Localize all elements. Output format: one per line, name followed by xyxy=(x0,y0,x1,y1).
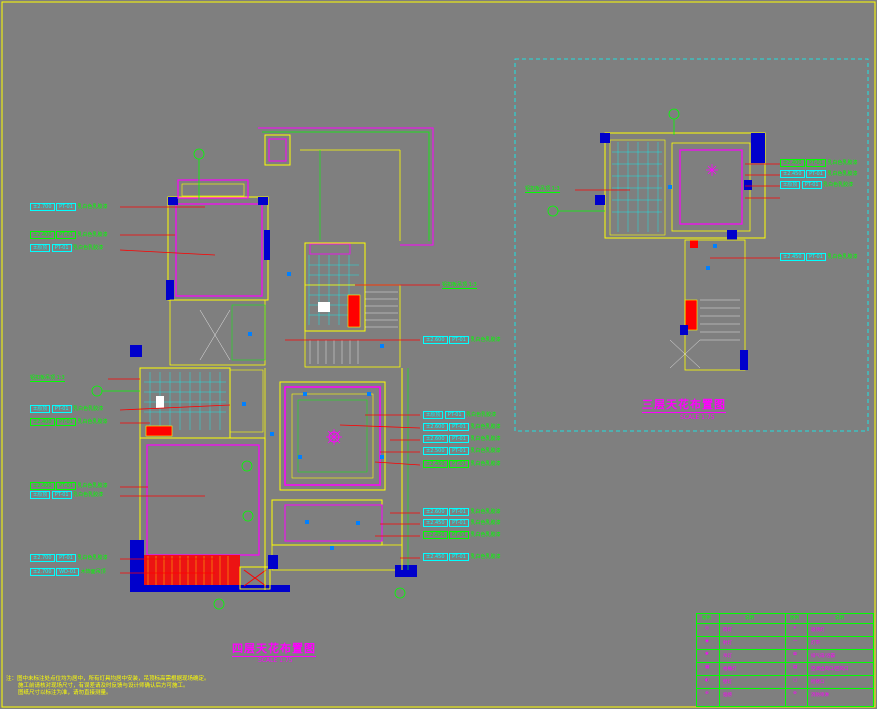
legend-icon: ✱ xyxy=(705,652,709,657)
plan-3f xyxy=(514,58,869,432)
plan-4f-title: 四层天花布置图 xyxy=(232,642,316,657)
legend-item-1b: 吸顶灯 xyxy=(811,628,825,633)
legend-item-2b: 灯带 xyxy=(811,641,820,646)
callout-left-6: ±2.400 PT-01 乳白色乳胶漆 xyxy=(30,418,108,426)
callout-right-6: ±2.500 PT-01 乳白色乳胶漆 xyxy=(423,447,501,455)
callout-left-4: 铝扣板吊顶 1:3 xyxy=(30,375,65,382)
callout-right-5: ±2.600 PT-01 乳白色乳胶漆 xyxy=(423,435,501,443)
legend-icon: ▦ xyxy=(705,665,710,670)
legend-icon: ⊠ xyxy=(793,652,797,657)
legend-item-3b: 排气扇/浴霸 xyxy=(811,654,836,659)
callout-right-9: ±2.450 PT-01 乳白色乳胶漆 xyxy=(423,519,501,527)
legend-icon: ◎ xyxy=(705,626,709,631)
legend-icon: ◐ xyxy=(705,678,709,683)
general-notes: 注：图中未标注处点位均为居中，所有灯具均居中安装，吊顶标高需根据现场确定。 施工… xyxy=(6,676,210,697)
callout-right-1: 铝扣板吊顶 1:3 xyxy=(442,282,477,289)
legend-icon: ⊗ xyxy=(793,691,797,696)
legend-item-6b: 消防喷淋 xyxy=(811,693,829,698)
legend-header-symbol-1: 图例 xyxy=(702,616,711,621)
legend-item-5b: 检修口 xyxy=(811,680,825,685)
callout-right-4: ±2.600 PT-01 乳白色乳胶漆 xyxy=(423,423,501,431)
plan-4f-scale: SCALE 1:75 xyxy=(258,657,293,664)
plan-4f xyxy=(91,127,440,610)
legend-item-6a: 烟感 xyxy=(723,693,732,698)
legend-item-2a: 射灯 xyxy=(723,641,732,646)
legend-header-desc-2: 说明 xyxy=(835,616,844,621)
callout-left-7: ±2.400 PT-01 乳白色乳胶漆 xyxy=(30,482,108,490)
callout-right-8: ±2.600 PT-01 乳白色乳胶漆 xyxy=(423,508,501,516)
legend-icon: ⊕ xyxy=(705,691,709,696)
callout-left-3: ±原顶 PT-01 乳白色乳胶漆 xyxy=(30,244,103,252)
legend-item-4b: 空调出风口/回风口 xyxy=(811,667,849,672)
plan-3f-scale: SCALE 1:75 xyxy=(680,414,715,421)
legend-icon: ✳ xyxy=(793,626,797,631)
note-line-1: 注：图中未标注处点位均为居中，所有灯具均居中安装，吊顶标高需根据现场确定。 xyxy=(6,676,210,682)
legend-icon: ▤ xyxy=(793,665,798,670)
callout-right-7: ±2.450 PT-01 乳白色乳胶漆 xyxy=(423,460,501,468)
callout-left-8: ±原顶 PT-01 乳白色乳胶漆 xyxy=(30,491,103,499)
callout-left-5: ±原顶 PT-01 乳白色乳胶漆 xyxy=(30,405,103,413)
callout-3f-2: ±2.450 PT-01 乳白色乳胶漆 xyxy=(780,170,858,178)
note-line-2: 施工前请核对现场尺寸，有误差请及时反馈与设计师确认后方可施工。 xyxy=(18,683,189,689)
callout-left-1: ±2.700 PT-01 乳白色乳胶漆 xyxy=(30,203,108,211)
legend-item-4a: 格栅灯 xyxy=(723,667,737,672)
callout-right-11: ±2.450 PT-01 乳白色乳胶漆 xyxy=(423,553,501,561)
callout-3f-3: ±原顶 PT-01 乳白色乳胶漆 xyxy=(780,181,853,189)
callout-left-9: ±2.700 PT-01 乳白色乳胶漆 xyxy=(30,554,108,562)
legend-header-symbol-2: 图例 xyxy=(790,616,799,621)
legend-icon: — xyxy=(793,639,798,644)
legend-table: 图例 说明 图例 说明 ◎ 筒灯 ✳ 吸顶灯 ◉ 射灯 — 灯带 ✱ 吊灯 ⊠ … xyxy=(696,613,874,707)
callout-right-2: ±2.600 PT-01 乳白色乳胶漆 xyxy=(423,336,501,344)
callout-right-3: ±原顶 PT-01 乳白色乳胶漆 xyxy=(423,411,496,419)
callout-3f-1: ±2.400 PT-01 乳白色乳胶漆 xyxy=(780,159,858,167)
callout-right-10: ±2.450 PT-01 乳白色乳胶漆 xyxy=(423,531,501,539)
callout-left-10: ±2.700 WD-01 木饰面吊顶 xyxy=(30,568,106,576)
legend-item-1a: 筒灯 xyxy=(723,628,732,633)
note-line-3: 图纸尺寸以标注为准，请勿直接测量。 xyxy=(18,690,112,696)
legend-header-desc-1: 说明 xyxy=(745,616,754,621)
legend-item-5a: 壁灯 xyxy=(723,680,732,685)
plan-3f-title: 三层天花布置图 xyxy=(642,398,726,413)
callout-left-2: ±2.400 PT-01 乳白色乳胶漆 xyxy=(30,231,108,239)
legend-item-3a: 吊灯 xyxy=(723,654,732,659)
legend-icon: ◉ xyxy=(705,639,709,644)
legend-icon: ▢ xyxy=(793,678,798,683)
callout-3f-4: ±2.450 PT-01 乳白色乳胶漆 xyxy=(780,253,858,261)
callout-3f-5: 铝扣板吊顶 1:3 xyxy=(525,186,560,193)
